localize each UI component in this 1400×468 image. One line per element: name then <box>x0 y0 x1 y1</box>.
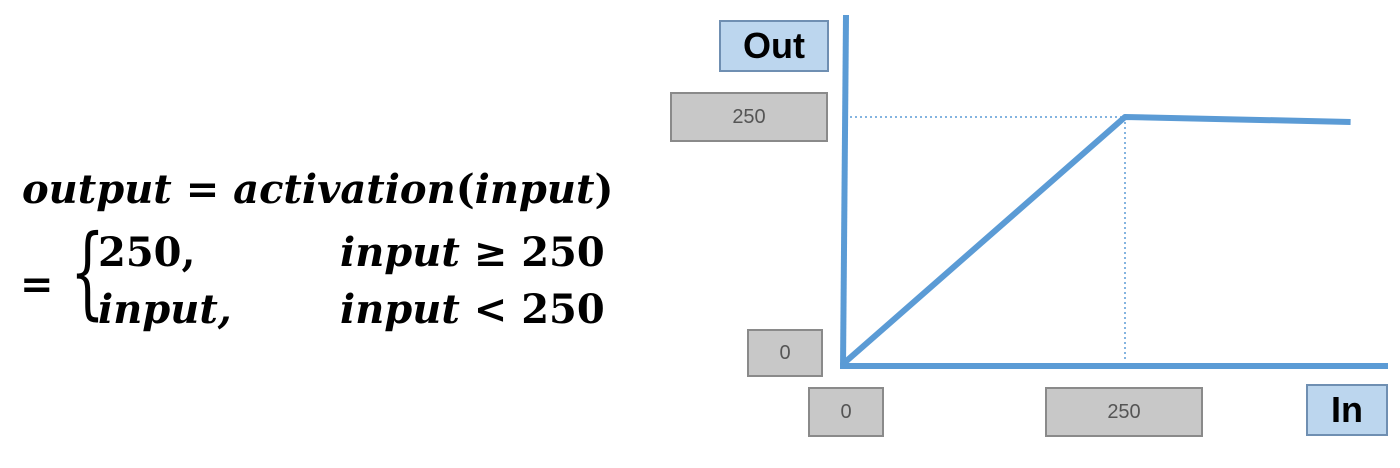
piecewise-brace: { <box>70 213 105 330</box>
case-2-condition-var: input <box>340 286 460 333</box>
formula-line-1: output = activation(input) <box>22 170 613 210</box>
input-symbol: input <box>474 166 595 213</box>
case-1-condition: input ≥ 250 <box>340 233 605 273</box>
case-2-condition: input < 250 <box>340 290 605 330</box>
y-axis <box>840 14 849 369</box>
y-tick-label-250: 250 <box>670 92 828 142</box>
output-symbol: output <box>22 166 172 213</box>
paren-open: ( <box>455 166 475 213</box>
y-axis-label: Out <box>719 20 829 72</box>
equals-sign: = <box>185 166 234 213</box>
case-1-condition-op: ≥ 250 <box>473 229 605 276</box>
paren-close: ) <box>594 166 614 213</box>
case-1-value: 250, <box>98 229 196 276</box>
activation-symbol: activation <box>233 166 456 213</box>
x-tick-label-250: 250 <box>1045 387 1203 437</box>
x-tick-label-0: 0 <box>808 387 884 437</box>
activation-line <box>841 114 1351 367</box>
y-tick-label-0: 0 <box>747 329 823 377</box>
reference-lines <box>850 116 1126 362</box>
case-2-value: input, <box>98 286 232 333</box>
x-axis-label: In <box>1306 384 1388 436</box>
case-2-condition-op: < 250 <box>473 286 605 333</box>
case-1-condition-var: input <box>340 229 460 276</box>
equals-sign-2: = <box>20 261 54 308</box>
